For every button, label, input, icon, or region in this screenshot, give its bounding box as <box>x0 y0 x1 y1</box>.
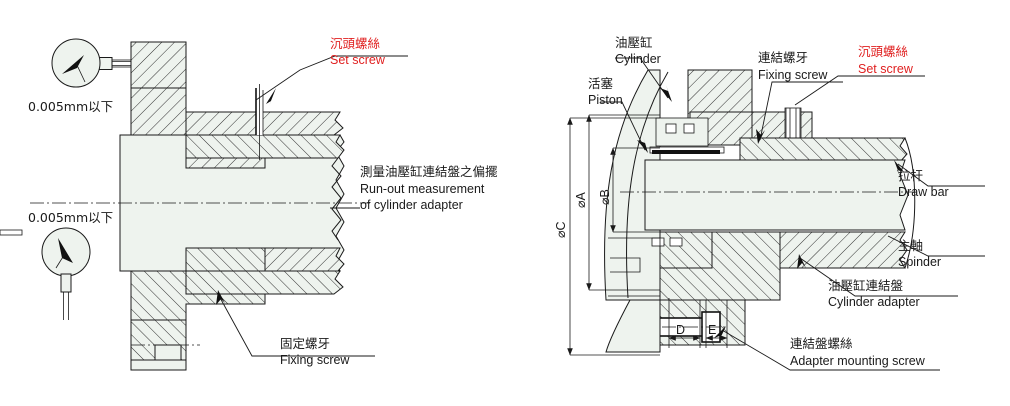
callout-set-screw-right: 沉頭螺絲 Set screw <box>858 44 914 76</box>
leader-adapter-mounting-screw <box>721 329 940 371</box>
callout-fixing-screw-right-cjk: 連結螺牙 <box>758 50 808 65</box>
callout-cylinder-adapter-en: Cylinder adapter <box>828 295 920 309</box>
arrow-adapter-mounting-screw <box>714 326 726 341</box>
left-part-cross-section <box>119 41 345 371</box>
callout-set-screw-right-cjk: 沉頭螺絲 <box>858 44 909 59</box>
dimension-c-label: ⌀C <box>554 221 568 238</box>
callout-set-screw-left-en: Set screw <box>330 53 386 67</box>
callout-piston: 活塞 Piston <box>588 76 623 107</box>
leader-cylinder <box>615 57 669 99</box>
piston-arc <box>626 71 669 299</box>
leader-piston <box>600 101 646 151</box>
leader-set-screw-right <box>794 75 925 106</box>
callout-fixing-screw-right: 連結螺牙 Fixing screw <box>758 50 828 82</box>
leader-fixing-screw-left <box>217 293 375 357</box>
dimension-e: E <box>705 300 728 348</box>
adapter-inner-step <box>660 232 713 269</box>
dimension-b: ⌀B <box>598 147 660 233</box>
callout-fixing-screw-left: 固定螺牙 Fixing screw <box>280 336 350 367</box>
arrow-piston <box>637 136 648 153</box>
callout-runout-cjk: 測量油壓缸連結盤之偏擺 <box>360 164 498 179</box>
callout-spindle-en: Spinder <box>898 255 941 269</box>
cylinder-outer-body <box>604 69 661 301</box>
callout-cylinder-adapter: 油壓缸連結盤 Cylinder adapter <box>828 278 920 309</box>
callout-draw-bar-cjk: 拉杆 <box>898 168 924 183</box>
callout-spindle: 主軸 Spinder <box>898 238 941 269</box>
arrow-cylinder <box>660 85 672 102</box>
callout-adapter-mounting-screw-cjk: 連結盤螺絲 <box>790 336 853 351</box>
callout-cylinder: 油壓缸 Cylinder <box>615 35 661 66</box>
set-screw-bore-top <box>255 84 276 160</box>
arrow-fixing-screw-right <box>756 129 765 144</box>
callout-cylinder-en: Cylinder <box>615 52 661 66</box>
callout-adapter-mounting-screw-en: Adapter mounting screw <box>790 354 926 368</box>
callout-piston-en: Piston <box>588 93 623 107</box>
leader-spindle <box>887 235 985 257</box>
leader-fixing-screw-right <box>759 81 843 141</box>
callout-runout: 測量油壓缸連結盤之偏擺 Run-out measurement of cylin… <box>360 164 498 212</box>
gauge-top-tolerance: 0.005mm以下 <box>28 99 113 114</box>
lower-piston-detail <box>0 229 683 297</box>
arrow-draw-bar <box>894 160 904 176</box>
right-diagram: ⌀C ⌀A ⌀B D E <box>0 35 985 371</box>
leader-draw-bar <box>897 163 985 187</box>
callout-fixing-screw-right-en: Fixing screw <box>758 68 828 82</box>
dimension-a-label: ⌀A <box>574 191 588 208</box>
dimension-d-label: D <box>676 323 685 337</box>
upper-adapter-plate <box>739 137 908 163</box>
dial-gauge-bottom <box>41 227 91 320</box>
piston-detail <box>649 117 725 154</box>
set-screw-bore-right <box>784 107 802 139</box>
callout-fixing-screw-left-en: Fixing screw <box>280 353 350 367</box>
dimension-a: ⌀A <box>574 114 660 291</box>
arrow-cylinder-adapter <box>797 254 806 269</box>
callout-set-screw-right-en: Set screw <box>858 62 914 76</box>
callout-adapter-mounting-screw: 連結盤螺絲 Adapter mounting screw <box>790 336 926 368</box>
callout-draw-bar: 拉杆 Draw bar <box>898 168 949 199</box>
callout-cylinder-cjk: 油壓缸 <box>615 35 653 50</box>
dimension-b-label: ⌀B <box>598 189 612 205</box>
callout-set-screw-left: 沉頭螺絲 Set screw <box>330 36 386 67</box>
draw-bar-body <box>644 159 909 231</box>
dial-gauge-top <box>51 38 133 88</box>
arrow-fixing-screw-left <box>216 290 225 305</box>
adapter-arc-lower <box>605 299 661 353</box>
right-breakline <box>904 137 916 269</box>
callout-piston-cjk: 活塞 <box>588 76 614 91</box>
callout-set-screw-left-cjk: 沉頭螺絲 <box>330 36 381 51</box>
callout-runout-en-1: Run-out measurement <box>360 182 485 196</box>
leader-set-screw-left <box>255 55 408 101</box>
callout-spindle-cjk: 主軸 <box>898 238 923 253</box>
dimension-e-label: E <box>708 323 716 337</box>
dimension-c: ⌀C <box>554 117 660 356</box>
callout-draw-bar-en: Draw bar <box>898 185 949 199</box>
callout-runout-en-2: of cylinder adapter <box>360 198 463 212</box>
dimension-d: D <box>668 298 701 348</box>
leader-cylinder-adapter <box>799 257 958 297</box>
gauge-bottom-tolerance: 0.005mm以下 <box>28 210 113 225</box>
left-diagram: 0.005mm以下 0.005mm以下 <box>28 36 498 371</box>
callout-cylinder-adapter-cjk: 油壓缸連結盤 <box>828 278 904 293</box>
callout-fixing-screw-left-cjk: 固定螺牙 <box>280 336 330 351</box>
